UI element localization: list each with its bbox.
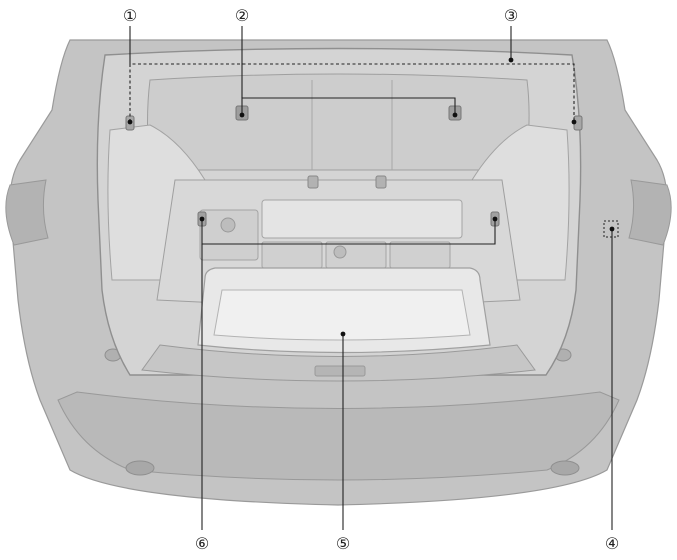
rear-seatback bbox=[147, 73, 530, 171]
tray-pocket-c bbox=[389, 241, 451, 269]
right-tail-lamp bbox=[628, 179, 672, 246]
right-exhaust bbox=[550, 460, 580, 476]
left-exhaust bbox=[125, 460, 155, 476]
callout-1-label: ① bbox=[123, 6, 137, 25]
switch-marker-box bbox=[603, 220, 619, 238]
leader-2 bbox=[241, 97, 456, 115]
leader-6 bbox=[201, 219, 496, 245]
callouts: ① ② ③ ④ ⑤ ⑥ bbox=[123, 6, 619, 553]
leader-1 bbox=[129, 63, 575, 122]
upper-tray bbox=[261, 199, 463, 239]
callout-6-label: ⑥ bbox=[195, 534, 209, 553]
vehicle-illustration bbox=[5, 39, 672, 506]
sill-plate bbox=[141, 344, 536, 382]
tray-pocket-a bbox=[261, 241, 323, 269]
callout-4-label: ④ bbox=[605, 534, 619, 553]
callout-5-label: ⑤ bbox=[336, 534, 350, 553]
callout-2-label: ② bbox=[235, 6, 249, 25]
callout-6: ⑥ bbox=[195, 534, 209, 553]
callout-4: ④ bbox=[605, 534, 619, 553]
left-tail-lamp bbox=[5, 179, 49, 246]
callout-3-label: ③ bbox=[504, 6, 518, 25]
leader-lines bbox=[127, 26, 615, 530]
callout-2: ② bbox=[235, 6, 249, 25]
callout-5: ⑤ bbox=[336, 534, 350, 553]
callout-1: ① bbox=[123, 6, 137, 25]
left-tray-pocket bbox=[199, 209, 259, 261]
callout-3: ③ bbox=[504, 6, 518, 25]
